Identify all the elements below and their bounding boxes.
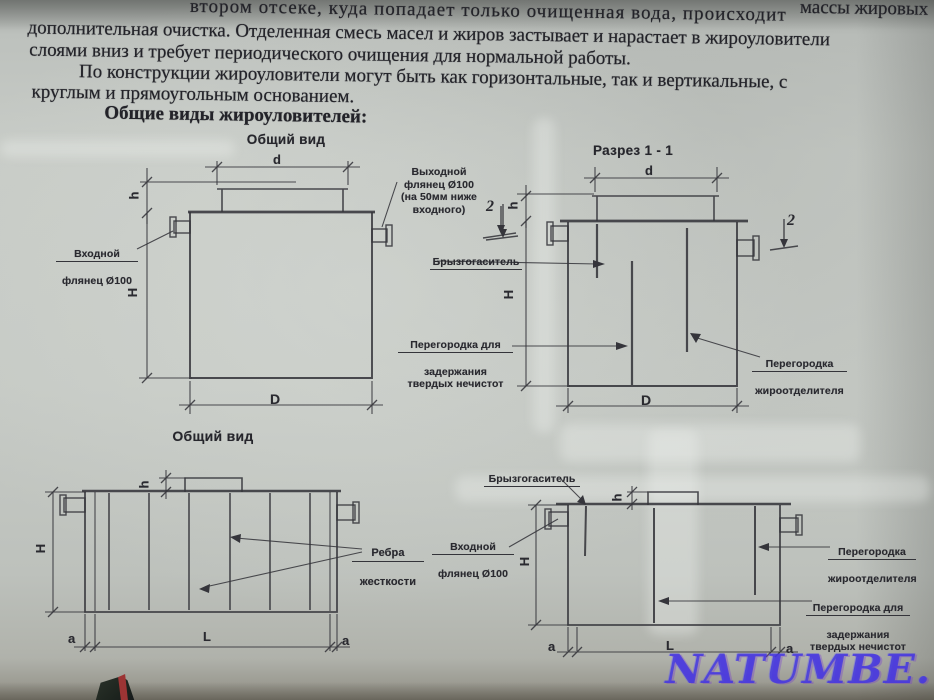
label-inlet-flange-top-left: Входной флянец Ø100 <box>56 235 138 300</box>
section-mark-2-left: 2 <box>486 198 494 215</box>
label-inlet-flange-line2: флянец Ø100 <box>61 274 133 287</box>
dim-d-top-right: d <box>645 163 653 178</box>
label-splash-guard-top-right: Брызгогаситель <box>430 243 522 283</box>
label-grease-baffle-2-line2: жироотделителя <box>828 572 917 585</box>
dim-L-bottom-right: L <box>666 638 674 653</box>
label-solids-baffle-2-line1: Перегородка для <box>806 602 910 617</box>
label-inlet-flange-bottom-right: Входной флянец Ø100 <box>432 528 514 593</box>
label-splash-guard-text: Брызгогаситель <box>430 256 522 271</box>
label-outlet-flange-top-left: Выходной флянец Ø100 (на 50мм ниже входн… <box>401 166 477 216</box>
title-top-right-section: Разрез 1 - 1 <box>592 143 674 158</box>
label-solids-baffle-bottom-right: Перегородка для задержания твердых нечис… <box>806 589 910 667</box>
title-bottom-left-view: Общий вид <box>172 428 254 444</box>
label-inlet-flange-2-line1: Входной <box>432 541 514 556</box>
label-solids-baffle-line1: Перегородка для <box>398 339 513 354</box>
drawing-bottom-right-section <box>508 477 830 658</box>
label-splash-guard-text-2: Брызгогаситель <box>484 473 580 488</box>
drawing-top-left-general-view <box>136 161 519 414</box>
label-inlet-flange-2-line2: флянец Ø100 <box>437 567 509 580</box>
label-grease-baffle-line2: жироотделителя <box>755 384 844 397</box>
dim-h-top-left: h <box>126 191 142 200</box>
label-grease-baffle-bottom-right: Перегородка жироотделителя <box>828 533 917 598</box>
dim-d-top-left: d <box>273 152 281 167</box>
label-grease-baffle-2-line1: Перегородка <box>828 546 916 561</box>
title-top-left-view: Общий вид <box>246 132 326 147</box>
label-inlet-flange-line1: Входной <box>56 248 138 263</box>
dim-h-bottom-left: h <box>136 480 152 489</box>
label-stiffening-ribs-line2: жесткости <box>359 575 417 588</box>
site-watermark: NATUMBE. KZ <box>665 646 934 693</box>
section-mark-2-right: 2 <box>787 212 795 229</box>
label-grease-baffle-line1: Перегородка <box>752 358 847 373</box>
label-grease-baffle-top-right: Перегородка жироотделителя <box>752 345 847 410</box>
label-solids-baffle-top-right: Перегородка для задержания твердых нечис… <box>398 326 513 404</box>
dim-D-top-right: D <box>641 392 652 408</box>
drawing-bottom-left-general-view <box>45 470 363 653</box>
label-stiffening-ribs-line1: Ребра <box>352 547 424 563</box>
dim-H-bottom-left: H <box>33 543 49 554</box>
drawing-top-right-section-1-1 <box>436 167 799 413</box>
label-splash-guard-bottom-right: Брызгогаситель <box>484 460 580 500</box>
dim-D-top-left: D <box>270 391 281 407</box>
dim-H-bottom-right: H <box>517 556 533 567</box>
dim-a-left-bottom-right: a <box>548 639 556 654</box>
dim-a-right-bottom-left: a <box>342 633 350 648</box>
dim-h-bottom-right: h <box>609 493 625 502</box>
dim-H-top-left: H <box>125 287 141 298</box>
corner-object-red-accent <box>118 674 128 700</box>
label-stiffening-ribs: Ребра жесткости <box>352 534 424 602</box>
label-solids-baffle-2-rest: задержания твердых нечистот <box>809 628 907 654</box>
label-solids-baffle-rest: задержания твердых нечистот <box>407 365 504 391</box>
dim-h-top-right: h <box>505 201 521 210</box>
dim-H-top-right: H <box>501 289 517 300</box>
dim-a-right-bottom-right: a <box>786 641 794 656</box>
dim-a-left-bottom-left: a <box>68 631 76 646</box>
dim-L-bottom-left: L <box>203 629 211 644</box>
